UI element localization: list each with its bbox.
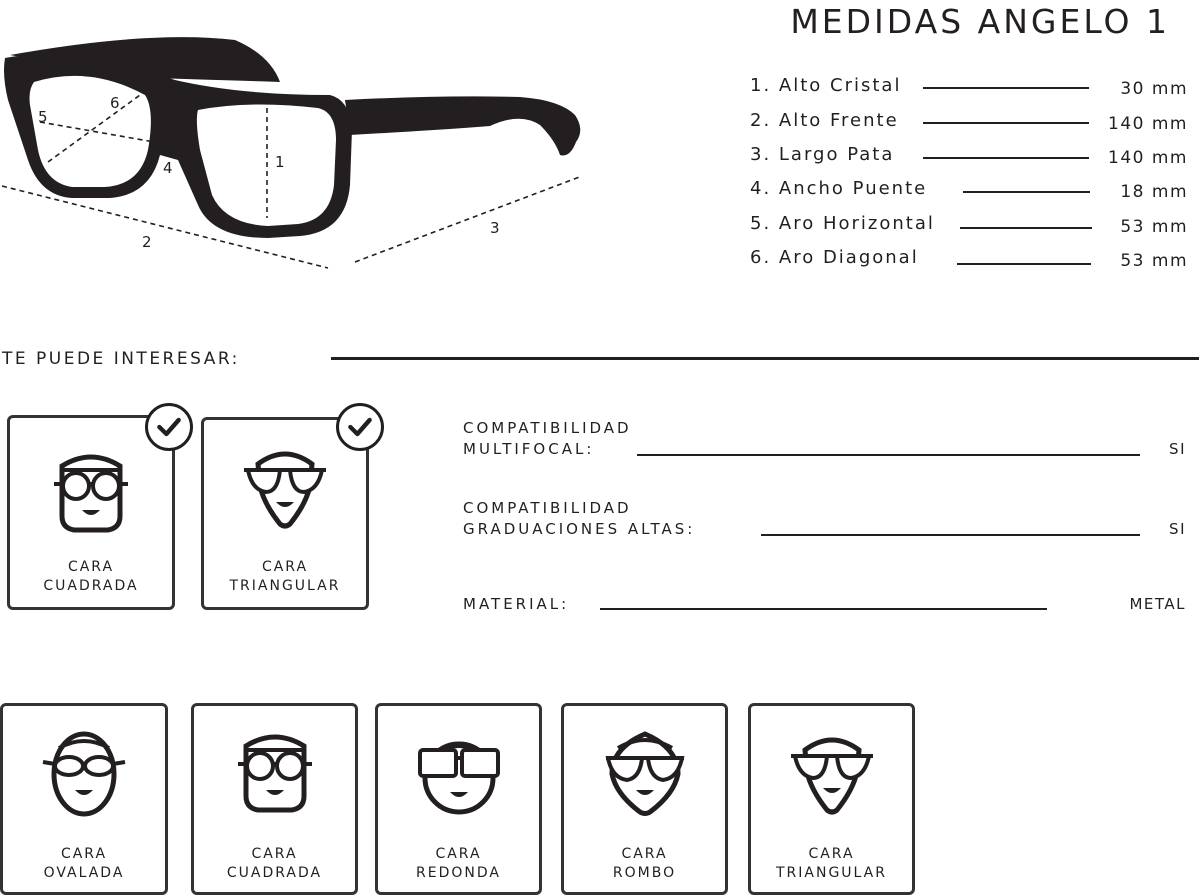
card-caption-line1: CARA <box>435 846 482 862</box>
card-caption-line2: OVALADA <box>43 865 125 881</box>
card-caption-line1: CARA <box>60 846 108 862</box>
measurement-leader <box>960 227 1092 229</box>
measurement-label: 1. Alto Cristal <box>750 75 902 96</box>
spec-label-line1: COMPATIBILIDAD <box>463 499 632 517</box>
card-caption-line2: CUADRADA <box>226 865 323 881</box>
card-caption-line2: ROMBO <box>612 865 677 881</box>
diagram-label-5: 5 <box>38 108 48 126</box>
card-caption-line1: CARA <box>261 559 309 575</box>
card-caption-line1: CARA <box>67 559 115 575</box>
measurement-leader <box>923 157 1089 159</box>
check-icon <box>336 403 384 451</box>
card-caption-line1: CARA <box>251 846 298 862</box>
page-title: MEDIDAS ANGELO 1 <box>790 2 1170 41</box>
spec-label-line1: MATERIAL: <box>463 595 570 613</box>
diagram-label-6: 6 <box>110 94 120 112</box>
card-caption-line1: CARA <box>808 846 855 862</box>
measurement-value: 53 mm <box>1120 251 1188 271</box>
check-icon <box>145 403 193 451</box>
measurement-value: 30 mm <box>1120 79 1188 99</box>
face-card-redonda[interactable]: CARA REDONDA <box>375 703 542 895</box>
measurement-leader <box>923 87 1089 89</box>
spec-leader <box>761 534 1140 536</box>
face-square-icon <box>46 448 136 538</box>
spec-leader <box>600 608 1047 610</box>
face-card-cuadrada[interactable]: CARA CUADRADA <box>191 703 358 895</box>
face-square-icon <box>230 728 320 818</box>
face-triangle-icon <box>787 728 877 818</box>
diagram-label-4: 4 <box>163 159 173 177</box>
spec-value: SI <box>1169 520 1186 538</box>
measurement-label: 4. Ancho Puente <box>750 178 928 199</box>
card-caption-line2: TRIANGULAR <box>229 578 341 594</box>
measurement-leader <box>923 122 1089 124</box>
measurement-label: 2. Alto Frente <box>750 110 899 131</box>
face-card-triangular[interactable]: CARA TRIANGULAR <box>748 703 915 895</box>
spec-value: SI <box>1169 440 1186 458</box>
measurement-label: 3. Largo Pata <box>750 144 895 165</box>
glasses-diagram: 1 2 3 4 5 6 <box>1 37 583 269</box>
measurement-leader <box>957 263 1091 265</box>
diagram-label-2: 2 <box>142 233 152 251</box>
measurement-label: 6. Aro Diagonal <box>750 247 919 268</box>
section-divider <box>331 357 1199 360</box>
face-card-ovalada[interactable]: CARA OVALADA <box>0 703 168 895</box>
card-caption-line2: TRIANGULAR <box>776 865 887 881</box>
measurement-leader <box>963 191 1090 193</box>
measurement-value: 18 mm <box>1120 182 1188 202</box>
measurement-value: 140 mm <box>1108 114 1188 134</box>
face-diamond-icon <box>600 728 690 818</box>
spec-leader <box>637 454 1140 456</box>
card-caption-line2: REDONDA <box>416 865 501 881</box>
spec-label-line2: GRADUACIONES ALTAS: <box>463 520 696 538</box>
spec-value: METAL <box>1129 595 1186 613</box>
measurement-value: 53 mm <box>1120 217 1188 237</box>
spec-label-line1: COMPATIBILIDAD <box>463 419 632 437</box>
face-oval-icon <box>39 728 129 818</box>
measurement-label: 5. Aro Horizontal <box>750 213 935 234</box>
recommended-card-triangular[interactable]: CARA TRIANGULAR <box>201 417 369 610</box>
face-round-icon <box>414 728 504 818</box>
card-caption-line2: CUADRADA <box>43 578 139 594</box>
face-triangle-icon <box>240 442 330 532</box>
diagram-label-1: 1 <box>275 153 285 171</box>
card-caption-line1: CARA <box>621 846 668 862</box>
section-heading: TE PUEDE INTERESAR: <box>2 349 240 369</box>
recommended-card-cuadrada[interactable]: CARA CUADRADA <box>7 415 175 610</box>
spec-label-line2: MULTIFOCAL: <box>463 440 595 458</box>
face-card-rombo[interactable]: CARA ROMBO <box>561 703 728 895</box>
measurement-value: 140 mm <box>1108 148 1188 168</box>
diagram-label-3: 3 <box>490 219 500 237</box>
